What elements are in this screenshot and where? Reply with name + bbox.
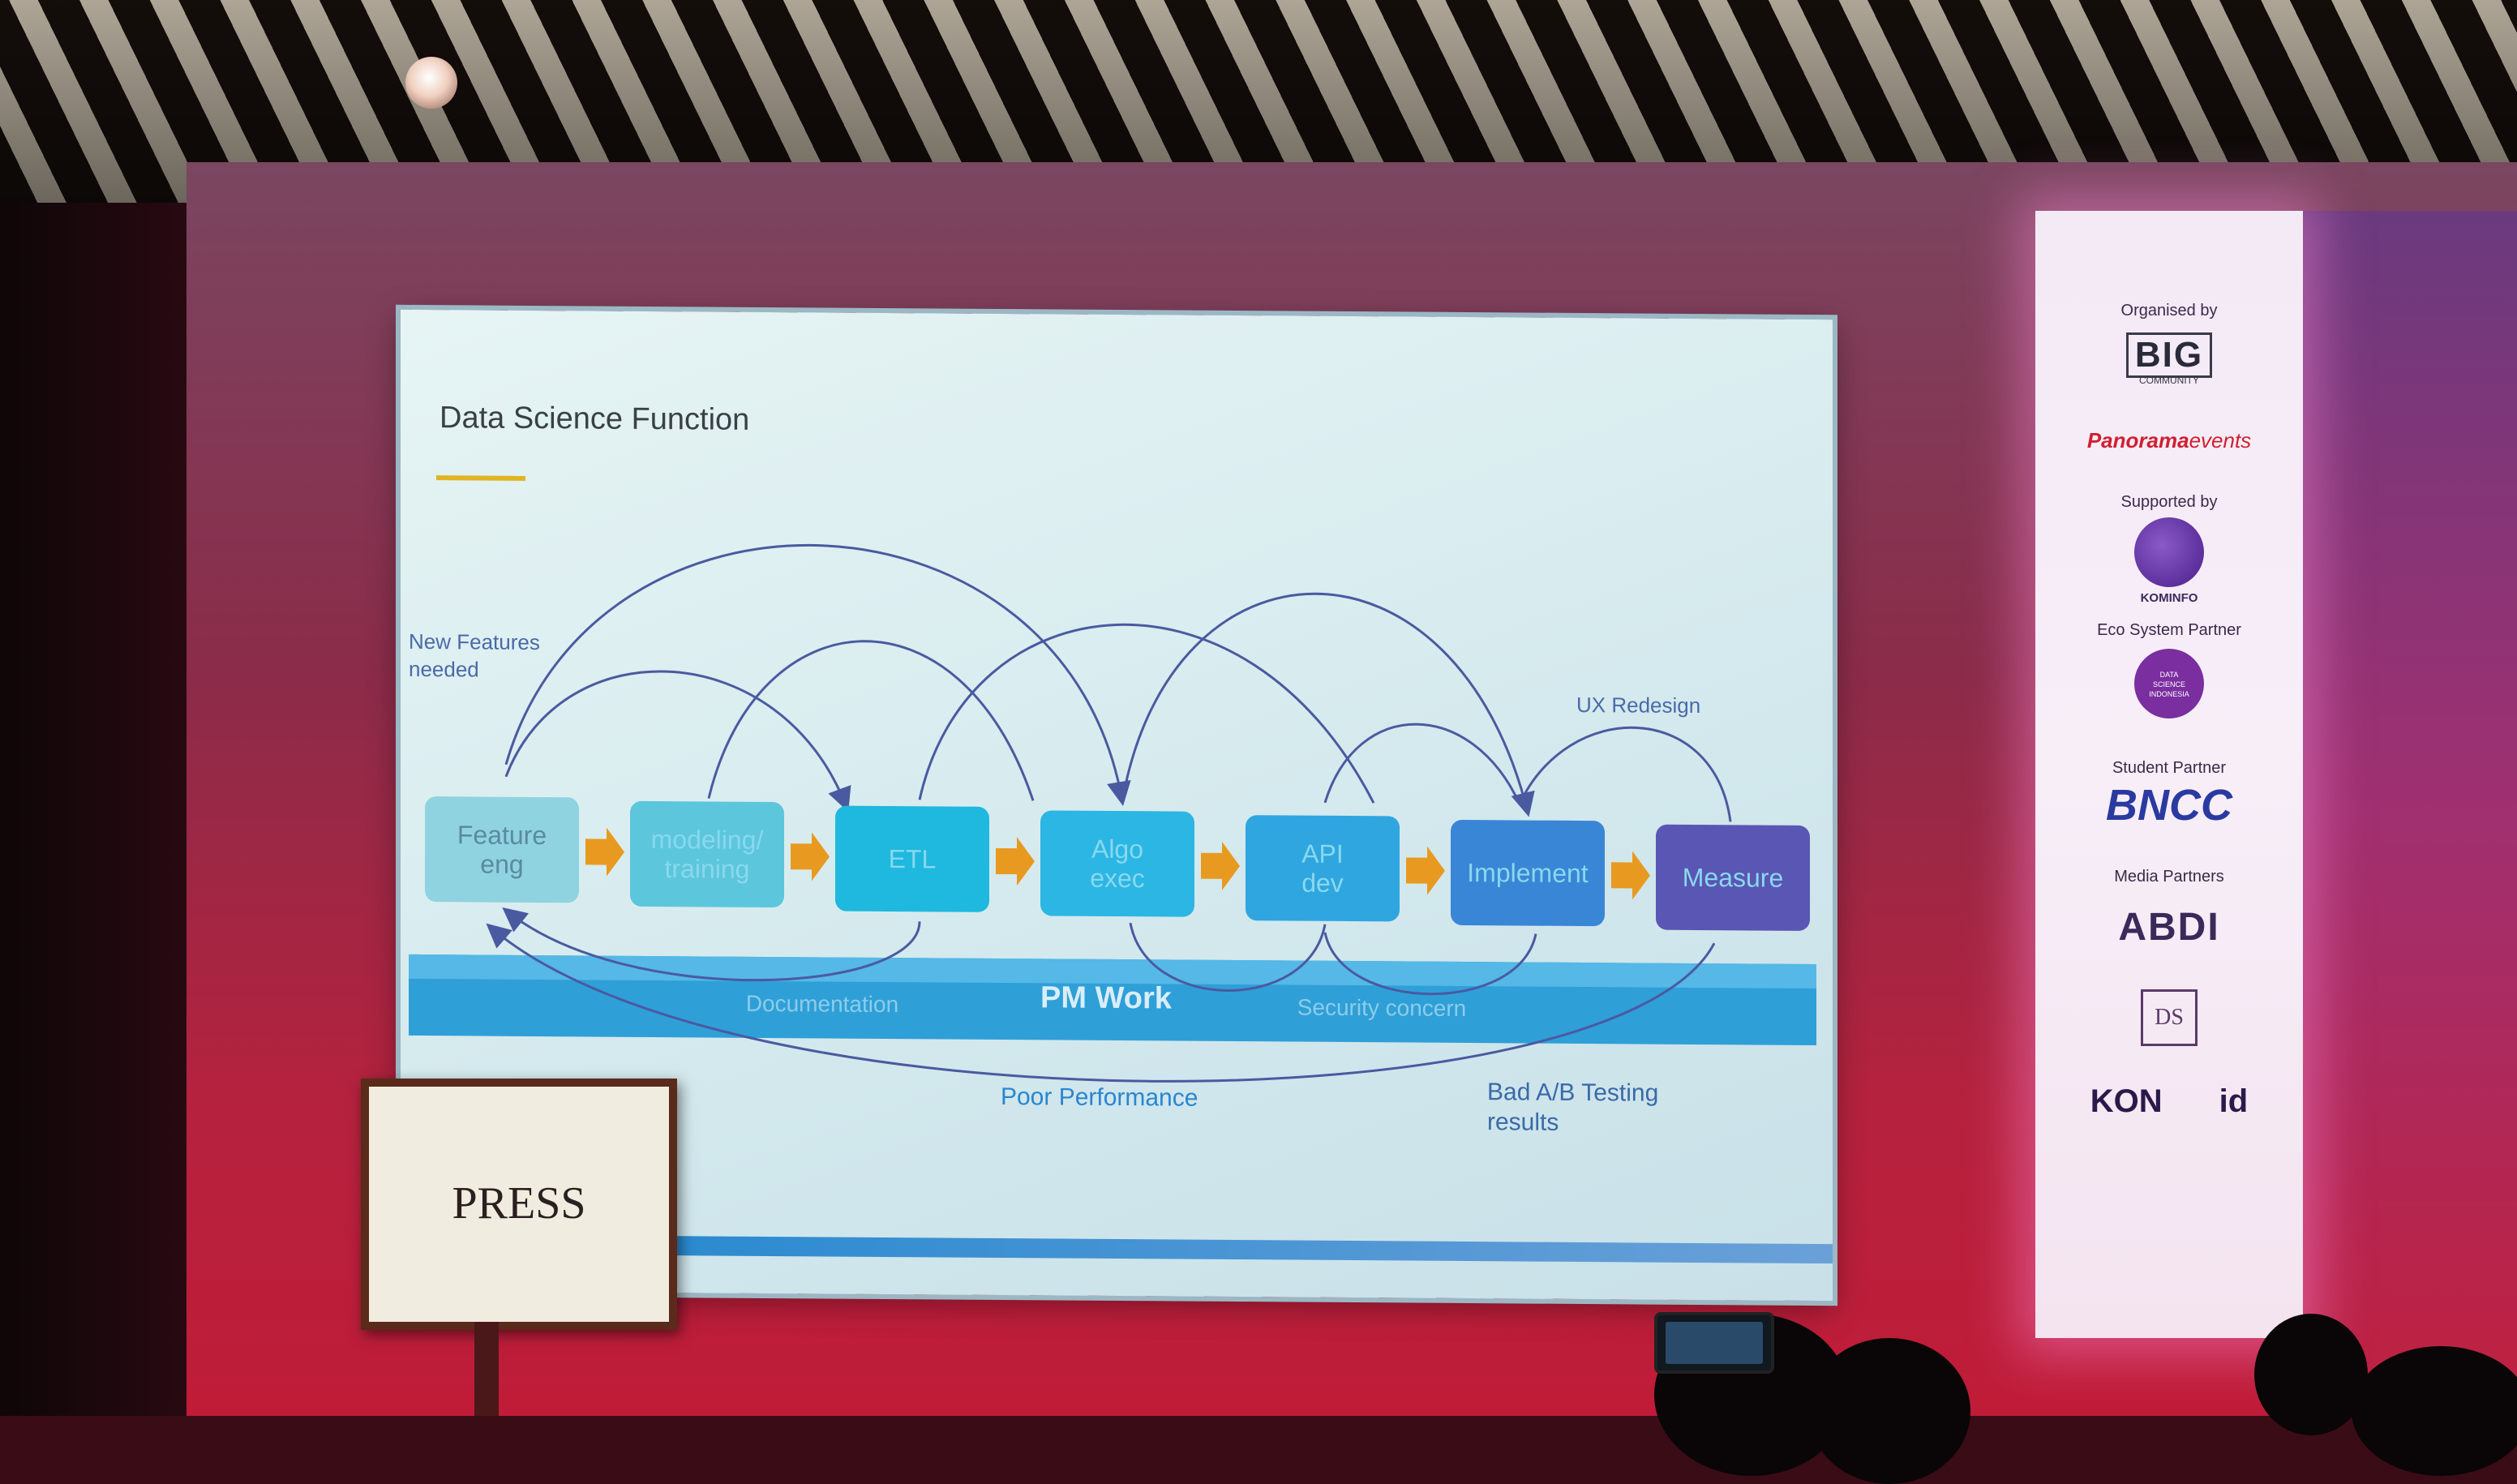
stage-box (425, 796, 579, 903)
audience-head (2352, 1346, 2517, 1476)
bad-ab-label-line2: results (1487, 1109, 1559, 1136)
loop-api-algo-bottom (1129, 922, 1327, 992)
stage-label: dev (1301, 869, 1344, 898)
sponsor-banner: Organised by BIG COMMUNITY Panoramaevent… (2035, 211, 2303, 1338)
stage-box (835, 805, 989, 912)
stage-label: Measure (1683, 863, 1783, 893)
stage-box (1451, 819, 1605, 927)
loop-etl-implement (918, 623, 1375, 804)
poor-performance-label: Poor Performance (1001, 1083, 1198, 1112)
stage-label: ETL (889, 844, 937, 873)
ux-redesign-label: UX Redesign (1576, 693, 1700, 718)
stage-label: Algo (1091, 834, 1143, 864)
phone-screen (1666, 1322, 1763, 1364)
security-concern-label: Security concern (1297, 995, 1467, 1021)
stage-label: Feature (457, 820, 547, 850)
bncc-logo: BNCC (2106, 781, 2232, 830)
loop-modeling-etl (707, 640, 1035, 801)
loop-api-implement (1323, 723, 1521, 805)
media-partners-label: Media Partners (2114, 868, 2224, 886)
press-sign-text: PRESS (452, 1178, 586, 1229)
abdi-logo: ABDI (2118, 906, 2220, 949)
new-features-label-line2: needed (409, 657, 479, 682)
press-sign-stand (474, 1322, 499, 1416)
new-features-label-line1: New Features (409, 629, 540, 654)
projection-screen: Data Science Function PM Work Documentat… (401, 309, 1833, 1302)
left-wall (0, 203, 203, 1416)
pm-work-label: PM Work (1040, 980, 1173, 1015)
press-sign: PRESS (361, 1079, 677, 1330)
flow-arrow (791, 832, 830, 881)
organised-by-label: Organised by (2120, 302, 2218, 320)
flow-arrow (996, 837, 1035, 886)
process-diagram: PM Work Documentation Security concern F… (409, 543, 1816, 1136)
stage-box (1656, 824, 1810, 931)
kominfo-logo: KOMINFO (2035, 517, 2303, 605)
stage-label: Implement (1467, 858, 1588, 888)
loop-measure-feature-bottom (486, 923, 1716, 1083)
stage-label: training (665, 854, 750, 884)
documentation-label: Documentation (746, 991, 898, 1017)
flow-arrow (1611, 851, 1650, 900)
loop-algo-feature (504, 543, 1131, 806)
flow-arrow (1201, 841, 1240, 890)
stage-box (630, 800, 784, 908)
flow-arrow (1406, 846, 1445, 895)
phone-camera (1654, 1312, 1774, 1374)
big-community-logo: BIG COMMUNITY (2035, 332, 2303, 386)
stage-box (1040, 810, 1194, 917)
loop-implement-measure (1518, 726, 1732, 822)
right-stage-backdrop (2303, 211, 2517, 1416)
supported-by-label: Supported by (2120, 493, 2218, 511)
stage-label: modeling/ (651, 825, 764, 855)
stage-label: eng (480, 850, 523, 879)
flow-arrow (585, 827, 624, 877)
loop-implement-api-bottom (1323, 932, 1537, 996)
ds-logo: DS (2035, 989, 2303, 1046)
panorama-events-logo: Panoramaevents (2086, 428, 2252, 452)
bad-ab-label-line1: Bad A/B Testing (1487, 1079, 1658, 1106)
eco-partner-label: Eco System Partner (2097, 621, 2241, 639)
feedback-loops (486, 543, 1732, 1083)
student-partner-label: Student Partner (2112, 759, 2227, 777)
loop-modeling-feature (504, 670, 851, 813)
audience-head (1808, 1338, 1970, 1484)
stage-box (1246, 815, 1400, 922)
ceiling-lamp (405, 57, 457, 109)
loop-etl-feature-bottom (502, 907, 921, 982)
stage-label: exec (1090, 864, 1145, 893)
audience-head (2254, 1314, 2368, 1435)
loop-algo-implement (1121, 592, 1535, 817)
stage-label: API (1301, 839, 1344, 869)
